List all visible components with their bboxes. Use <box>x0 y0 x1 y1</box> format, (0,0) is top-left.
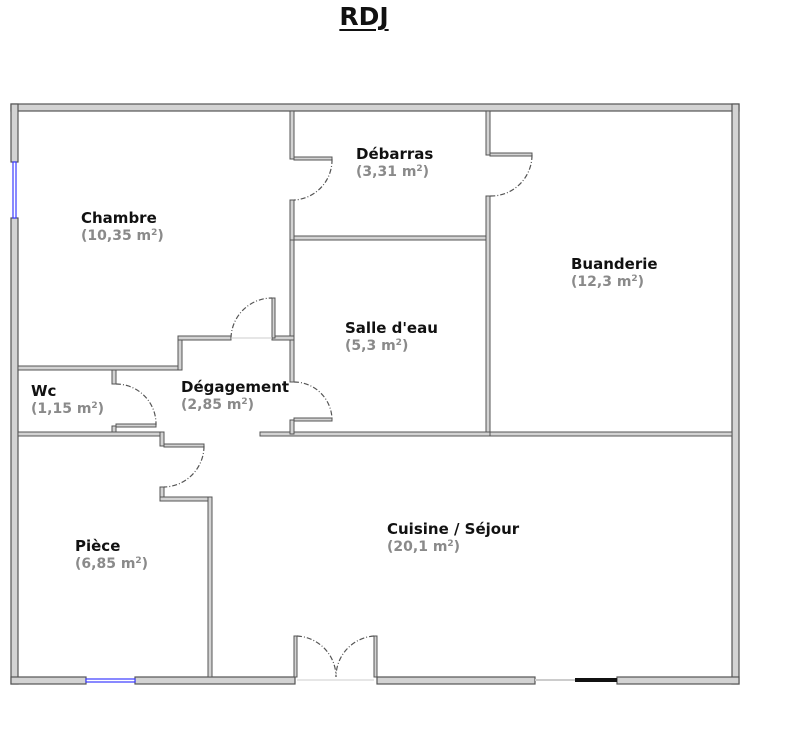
room-degagement: Dégagement (2,85 m2) <box>181 378 289 414</box>
room-area: (1,15 m2) <box>31 400 105 417</box>
room-buanderie: Buanderie (12,3 m2) <box>571 255 658 291</box>
door-entry-left <box>296 635 337 678</box>
dark-panel-cuisine <box>575 678 617 682</box>
exterior-walls <box>10 103 740 685</box>
room-area: (20,1 m2) <box>387 538 461 555</box>
room-name: Buanderie <box>571 255 658 273</box>
room-chambre: Chambre (10,35 m2) <box>81 209 164 245</box>
room-area: (5,3 m2) <box>345 337 409 354</box>
room-name: Chambre <box>81 209 157 227</box>
door-arcs <box>115 154 533 678</box>
room-name: Cuisine / Séjour <box>387 520 520 538</box>
room-area: (3,31 m2) <box>356 163 430 180</box>
door-salle-deau <box>293 381 333 421</box>
door-entry-right <box>335 635 375 678</box>
windows <box>12 161 617 683</box>
room-wc: Wc (1,15 m2) <box>31 382 104 418</box>
room-name: Dégagement <box>181 378 290 396</box>
interior-walls <box>17 110 733 678</box>
room-name: Wc <box>31 382 57 400</box>
room-salle-deau: Salle d'eau (5,3 m2) <box>345 319 438 355</box>
room-name: Salle d'eau <box>345 319 438 337</box>
door-chambre-debarras <box>293 158 333 201</box>
floor-title: RDJ <box>339 2 389 31</box>
door-wc <box>115 383 157 426</box>
door-debarras-buanderie <box>489 154 533 197</box>
room-debarras: Débarras (3,31 m2) <box>356 145 433 181</box>
window-chambre <box>12 161 17 219</box>
room-area: (12,3 m2) <box>571 273 645 290</box>
room-area: (10,35 m2) <box>81 227 164 244</box>
room-area: (6,85 m2) <box>75 555 149 572</box>
room-name: Débarras <box>356 145 434 163</box>
room-area: (2,85 m2) <box>181 396 255 413</box>
door-chambre-degagement <box>230 297 273 339</box>
room-cuisine-sejour: Cuisine / Séjour (20,1 m2) <box>387 520 519 556</box>
room-piece: Pièce (6,85 m2) <box>75 537 148 573</box>
window-piece <box>85 678 136 683</box>
door-piece <box>163 445 205 488</box>
room-name: Pièce <box>75 537 121 555</box>
